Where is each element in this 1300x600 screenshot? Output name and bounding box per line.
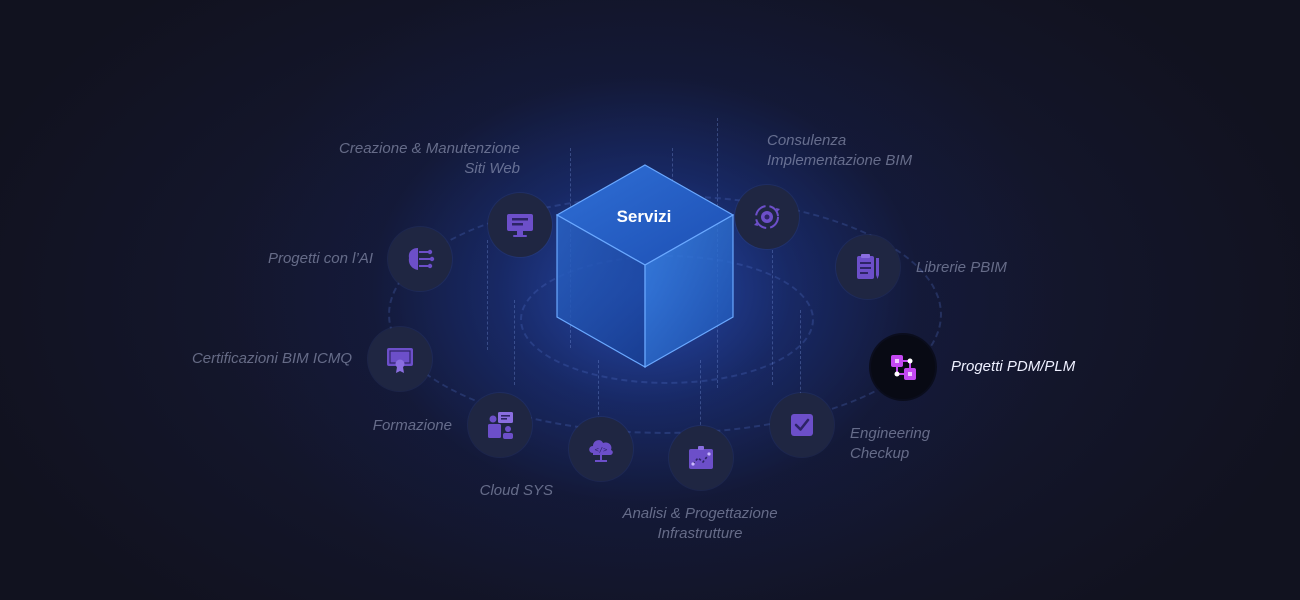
service-label-certificazioni[interactable]: Certificazioni BIM ICMQ [192, 349, 352, 369]
connector-line [800, 310, 801, 400]
service-label-line1: Progetti con l’AI [267, 250, 373, 267]
service-label-line1: Engineering [850, 425, 931, 442]
connector-line [772, 250, 773, 385]
clipboard-library-icon [857, 254, 879, 279]
service-node-siti-web[interactable] [488, 193, 552, 257]
service-node-librerie-pbim[interactable] [836, 235, 900, 299]
service-label-line2: Siti Web [464, 160, 520, 177]
checkbox-icon [791, 414, 813, 436]
service-label-engineering-checkup[interactable]: Engineering Checkup [850, 424, 930, 464]
hub-title: Servizi [616, 207, 672, 226]
service-label-line2: Implementazione BIM [767, 152, 913, 169]
service-node-formazione[interactable] [468, 393, 532, 457]
service-node-engineering-checkup[interactable] [770, 393, 834, 457]
blueprint-icon [689, 446, 713, 469]
service-node-pdm-plm[interactable] [871, 335, 935, 399]
connector-line [700, 360, 701, 430]
service-label-line1: Certificazioni BIM ICMQ [191, 350, 352, 367]
gear-cycle-icon [754, 205, 780, 229]
connector-line [514, 300, 515, 385]
teacher-board-icon [488, 412, 513, 439]
service-label-line1: Analisi & Progettazione [622, 505, 778, 522]
service-label-line2: Checkup [850, 445, 910, 462]
connector-line [487, 240, 488, 350]
connector-line [598, 360, 599, 420]
service-node-certificazioni[interactable] [368, 327, 432, 391]
ai-brain-icon [408, 248, 435, 270]
service-node-cloud-sys[interactable]: </> [569, 417, 633, 481]
service-label-line2: Infrastrutture [657, 525, 743, 542]
service-label-line1: Formazione [372, 417, 452, 434]
service-label-line1: Cloud SYS [479, 482, 553, 499]
cloud-code-icon: </> [589, 440, 613, 462]
service-label-line1: Consulenza [767, 132, 847, 149]
service-label-librerie-pbim[interactable]: Librerie PBIM [916, 258, 1007, 278]
service-node-progetti-ai[interactable] [388, 227, 452, 291]
monitor-icon [507, 214, 533, 237]
service-label-formazione[interactable]: Formazione [373, 416, 452, 436]
service-label-cloud-sys[interactable]: Cloud SYS [480, 481, 553, 501]
certificate-icon [387, 348, 413, 373]
service-label-infrastrutture[interactable]: Analisi & Progettazione Infrastrutture [600, 504, 800, 544]
service-label-line1: Creazione & Manutenzione [339, 140, 520, 157]
service-label-consulenza-bim[interactable]: Consulenza Implementazione BIM [767, 131, 912, 171]
service-node-infrastrutture[interactable] [669, 426, 733, 490]
service-node-consulenza-bim[interactable] [735, 185, 799, 249]
service-label-line1: Progetti PDM/PLM [951, 358, 1076, 375]
pdm-plm-icon [891, 355, 916, 380]
svg-text:</>: </> [595, 446, 608, 454]
service-label-line1: Librerie PBIM [916, 259, 1007, 276]
services-cube [555, 164, 735, 369]
service-label-pdm-plm[interactable]: Progetti PDM/PLM [951, 357, 1075, 377]
service-label-progetti-ai[interactable]: Progetti con l’AI [268, 249, 373, 269]
service-label-siti-web[interactable]: Creazione & Manutenzione Siti Web [339, 139, 520, 179]
